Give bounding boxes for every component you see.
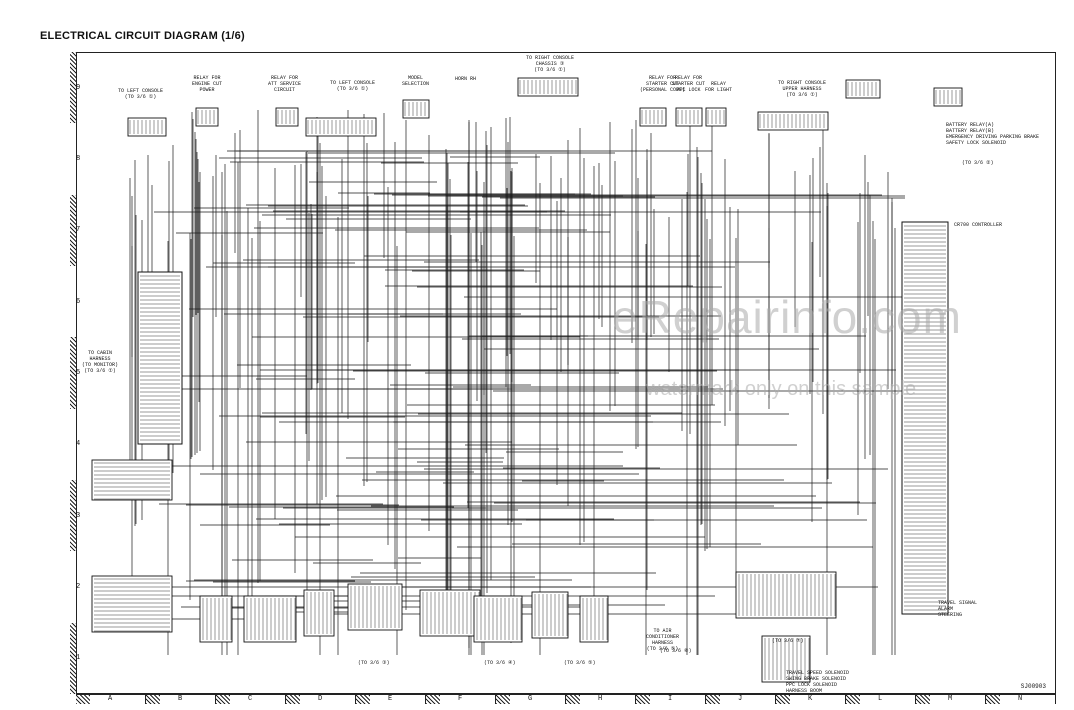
row-label: 8 xyxy=(76,155,81,163)
column-segment xyxy=(146,695,216,704)
note-to-left-console-a: TO LEFT CONSOLE (TO 3/6 ①) xyxy=(118,88,164,100)
column-segment xyxy=(76,695,146,704)
bottom-connector xyxy=(243,595,297,643)
row-label: 7 xyxy=(76,226,81,235)
note-controller: CR700 CONTROLLER xyxy=(954,222,1003,228)
top-connector xyxy=(845,79,881,99)
column-segment xyxy=(566,695,636,704)
note-relay-att: RELAY FOR ATT SERVICE CIRCUIT xyxy=(268,75,302,93)
diagram-sheet xyxy=(76,52,1056,694)
note-battery-relays: BATTERY RELAY(A) BATTERY RELAY(B) EMERGE… xyxy=(946,122,1040,146)
row-segment xyxy=(70,622,76,694)
column-label: A xyxy=(108,695,113,703)
row-label: 2 xyxy=(76,583,81,591)
column-label: N xyxy=(1018,695,1023,703)
bottom-connector xyxy=(735,571,837,619)
row-segment xyxy=(70,337,76,409)
column-segment xyxy=(706,695,776,704)
row-label: 6 xyxy=(76,297,81,306)
column-segment xyxy=(286,695,356,704)
row-label: 5 xyxy=(76,369,81,377)
top-connector xyxy=(275,107,299,127)
column-label: C xyxy=(248,695,253,703)
note-horn: HORN RH xyxy=(455,76,477,82)
cabin-connector xyxy=(137,271,183,445)
note-model-selection: MODEL SELECTION xyxy=(402,75,430,87)
note-relay-light: RELAY FOR LIGHT xyxy=(705,81,733,93)
top-connector xyxy=(757,111,829,131)
column-label: F xyxy=(458,695,463,703)
side-connector xyxy=(91,459,173,501)
top-connector xyxy=(305,117,377,137)
row-label: 9 xyxy=(76,83,81,92)
note-solenoids: TRAVEL SPEED SOLENOID SWING BRAKE SOLENO… xyxy=(786,670,850,694)
column-label: D xyxy=(318,695,323,703)
row-label: 3 xyxy=(76,511,81,520)
row-segment xyxy=(70,52,76,124)
watermark-sample: watermark only on this sample xyxy=(646,378,917,400)
top-connector xyxy=(195,107,219,127)
side-connector xyxy=(91,575,173,633)
row-ruler xyxy=(70,52,76,694)
document-number: SJ00903 xyxy=(1020,683,1046,690)
bottom-connector xyxy=(419,589,481,637)
note-to-left-console-b: TO LEFT CONSOLE (TO 3/6 ①) xyxy=(330,80,376,92)
top-connector xyxy=(127,117,167,137)
column-label: L xyxy=(878,695,883,703)
note-relay-starter: RELAY FOR STARTER CUT (PERSONAL CODE) xyxy=(640,75,686,93)
column-label: M xyxy=(948,695,953,703)
note-relay-ppc: RELAY FOR STARTER CUT PPC LOCK xyxy=(672,75,706,93)
column-segment xyxy=(776,695,846,704)
page-title: ELECTRICAL CIRCUIT DIAGRAM (1/6) xyxy=(40,30,245,42)
row-label: 4 xyxy=(76,440,81,449)
bottom-connector xyxy=(531,591,569,639)
note-bottom-3: (TO 3/6 ⑤) xyxy=(564,660,596,666)
column-label: I xyxy=(668,695,673,703)
column-segment xyxy=(986,695,1056,704)
row-label: 1 xyxy=(76,654,81,663)
column-segment xyxy=(356,695,426,704)
column-label: B xyxy=(178,695,183,703)
row-segment xyxy=(70,194,76,266)
note-relay-engine-cut: RELAY FOR ENGINE CUT POWER xyxy=(192,75,223,93)
note-bottom-5: (TO 3/6 ⑦) xyxy=(772,638,804,644)
bottom-connector xyxy=(473,595,523,643)
note-to-air: TO AIR CONDITIONER HARNESS (TO 3/6 ⑤) xyxy=(646,628,680,652)
column-segment xyxy=(496,695,566,704)
row-segment xyxy=(70,480,76,552)
column-label: E xyxy=(388,695,393,703)
note-bottom-4: (TO 3/6 ⑥) xyxy=(660,648,692,654)
top-connector xyxy=(675,107,703,127)
note-bottom-2: (TO 3/6 ④) xyxy=(484,660,516,666)
column-ruler xyxy=(76,694,1056,704)
bottom-connector xyxy=(199,595,233,643)
column-segment xyxy=(916,695,986,704)
top-connector xyxy=(639,107,667,127)
top-connector xyxy=(402,99,430,119)
column-segment xyxy=(636,695,706,704)
note-to-3-6-a: (TO 3/6 ②) xyxy=(962,160,994,166)
bottom-connector xyxy=(761,635,811,683)
note-to-right-console-upper: TO RIGHT CONSOLE UPPER HARNESS (TO 3/6 ①… xyxy=(778,80,827,98)
column-segment xyxy=(426,695,496,704)
column-segment xyxy=(846,695,916,704)
note-to-cabin: TO CABIN HARNESS (TO MONITOR) (TO 3/6 ①) xyxy=(82,350,119,374)
note-bottom-1: (TO 3/6 ③) xyxy=(358,660,390,666)
column-segment xyxy=(216,695,286,704)
bottom-connector xyxy=(579,595,609,643)
column-label: G xyxy=(528,695,533,703)
note-travel-signal: TRAVEL SIGNAL ALARM STEERING xyxy=(938,600,978,618)
column-label: J xyxy=(738,695,743,703)
watermark-brand: eRepairinfo.com xyxy=(612,291,962,343)
column-label: H xyxy=(598,695,603,703)
note-to-right-console-harness: TO RIGHT CONSOLE CHASSIS ③ (TO 3/6 ①) xyxy=(526,55,575,73)
column-label: K xyxy=(808,695,813,703)
